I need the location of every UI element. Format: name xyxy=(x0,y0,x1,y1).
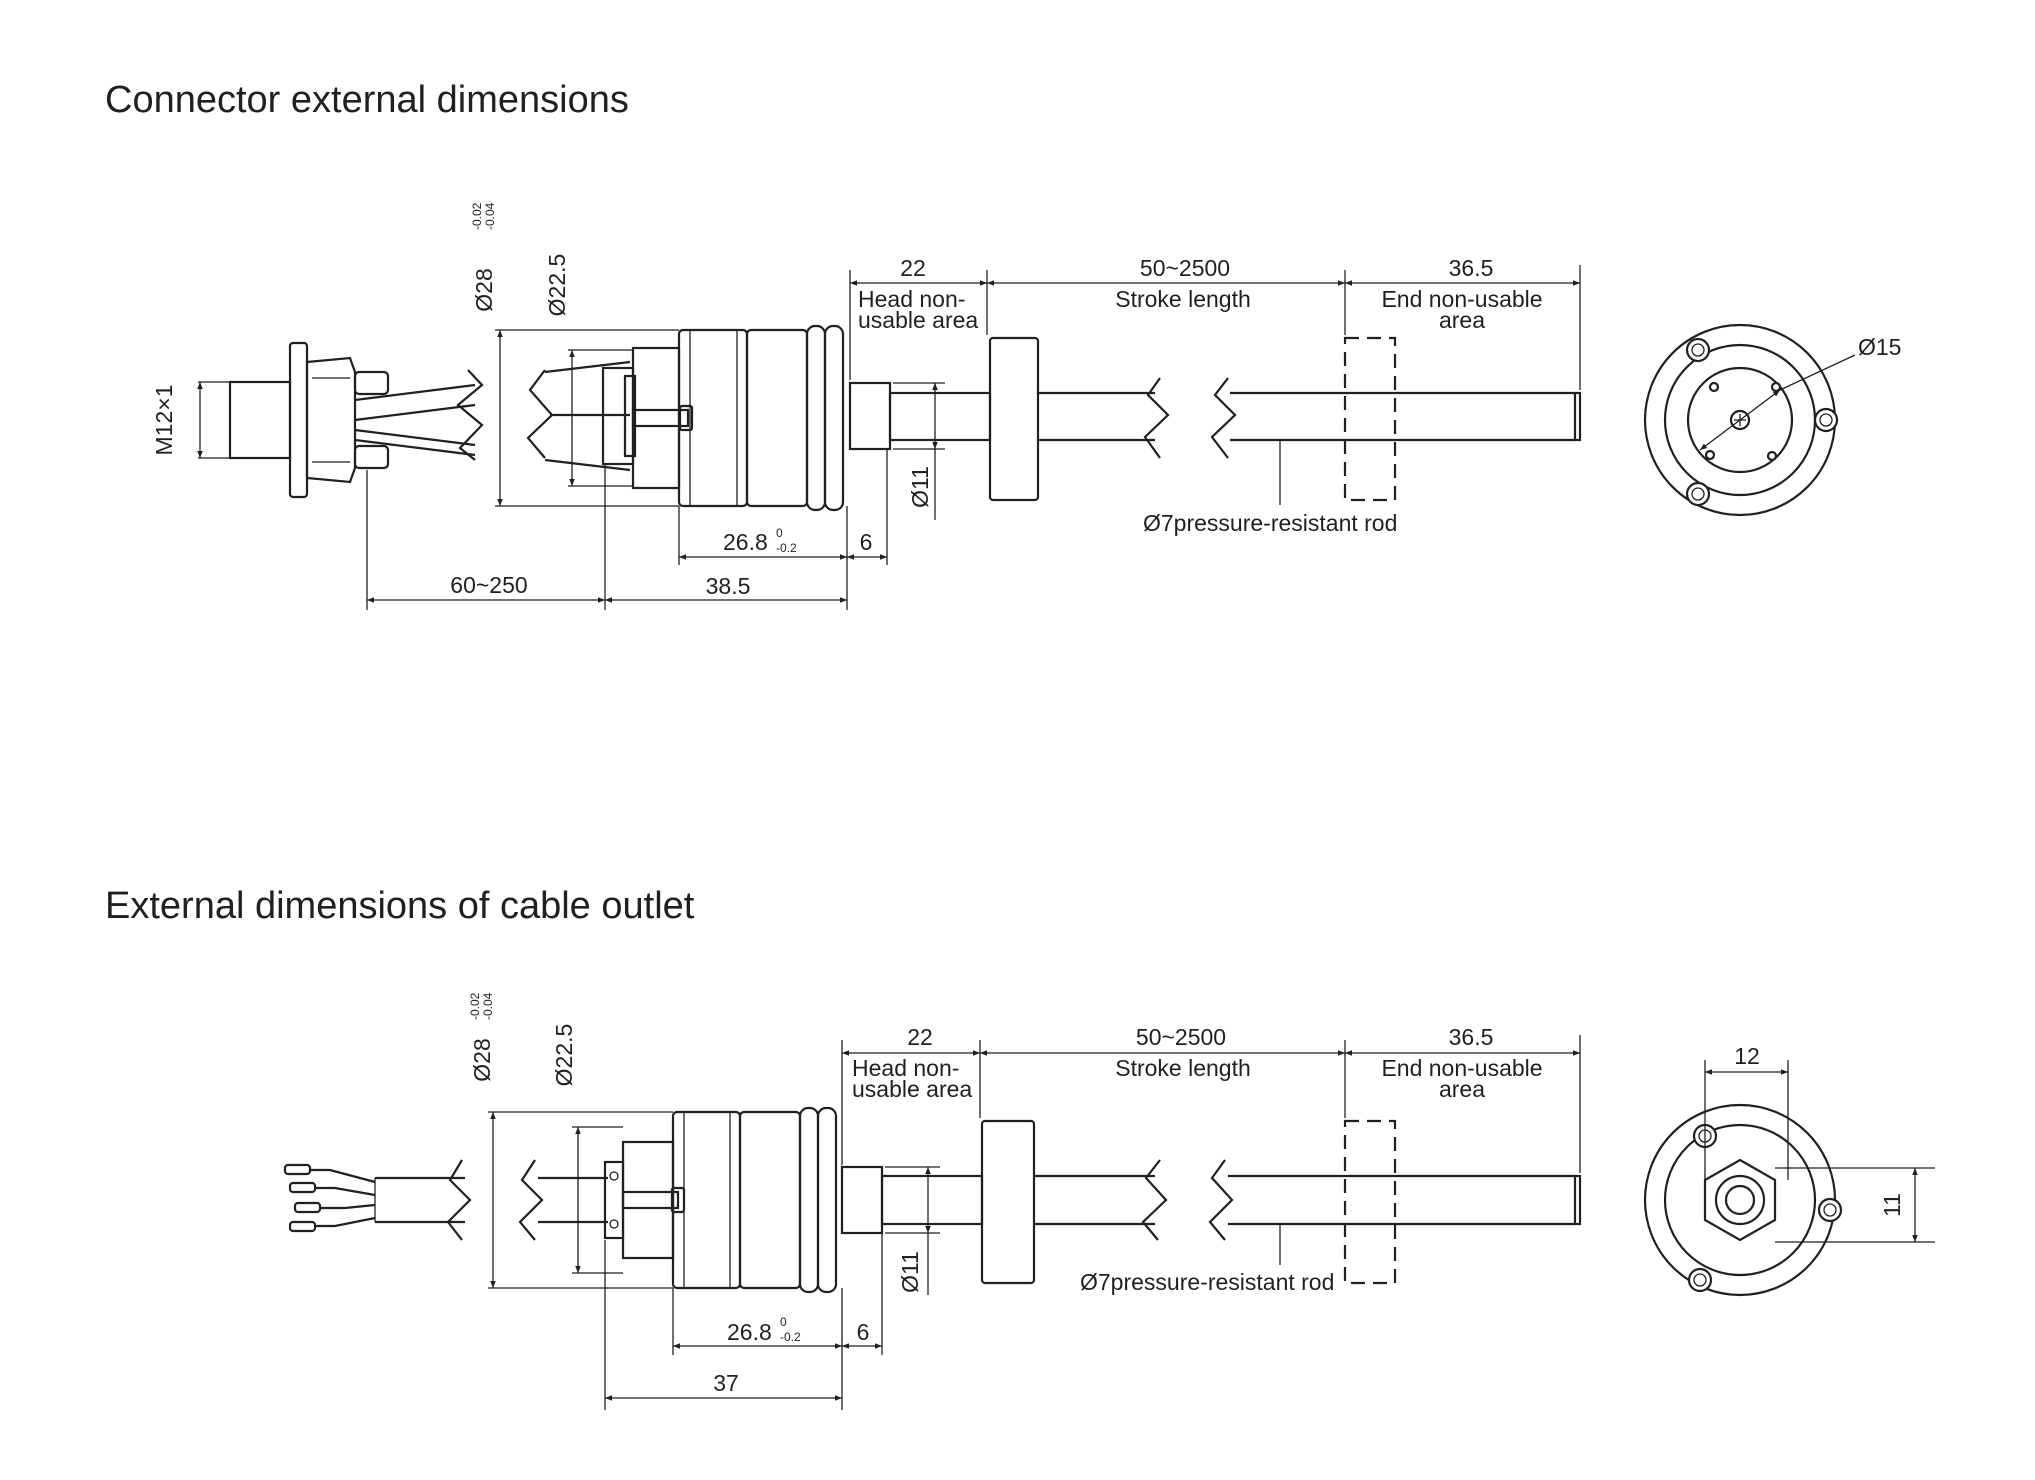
cable-head-area-value: 22 xyxy=(907,1024,933,1050)
stroke-label: Stroke length xyxy=(1115,286,1251,312)
length-38-5: 38.5 xyxy=(706,573,751,599)
cable-end-area-label-1: End non-usable xyxy=(1381,1055,1542,1081)
head-area-value: 22 xyxy=(900,255,926,281)
cable-top-dimension-chain: 22 Head non- usable area 50~2500 Stroke … xyxy=(841,1024,1581,1173)
end-view-width-12: 12 xyxy=(1734,1043,1760,1069)
cable-head-area-label-1: Head non- xyxy=(852,1055,959,1081)
cable-outer-diameter-tol-upper: -0.02 xyxy=(468,992,482,1020)
head-area-label-2: usable area xyxy=(858,307,978,333)
cable-stroke-value: 50~2500 xyxy=(1136,1024,1226,1050)
cable-sensor-head xyxy=(603,1106,838,1294)
end-area-value: 36.5 xyxy=(1449,255,1494,281)
outer-diameter: Ø28 xyxy=(471,268,497,311)
outer-diameter-tol-upper: -0.02 xyxy=(470,202,484,230)
head-area-label-1: Head non- xyxy=(858,286,965,312)
thread-size: M12×1 xyxy=(151,385,177,456)
cable-neck-diameter: Ø11 xyxy=(897,1251,923,1293)
neck-diameter-dimension: Ø11 xyxy=(893,382,945,520)
outer-diameter-tol-lower: -0.04 xyxy=(483,202,497,230)
cable-outlet-section: External dimensions of cable outlet xyxy=(105,885,1935,1410)
cable-stroke-label: Stroke length xyxy=(1115,1055,1251,1081)
rod-label: Ø7pressure-resistant rod xyxy=(1143,510,1397,536)
end-area-label-2: area xyxy=(1439,307,1485,333)
cable-inner-diameter: Ø22.5 xyxy=(551,1024,577,1087)
cable-length-26-8: 26.8 xyxy=(727,1319,772,1345)
sensor-head xyxy=(601,324,845,512)
inner-diameter: Ø22.5 xyxy=(544,254,570,317)
neck-diameter: Ø11 xyxy=(907,466,933,508)
top-dimension-chain: 22 Head non- usable area 50~2500 Stroke … xyxy=(849,255,1581,390)
connector-section: Connector external dimensions xyxy=(105,79,1901,610)
cable-end-wires xyxy=(283,1159,608,1241)
section-title-connector: Connector external dimensions xyxy=(105,79,629,121)
cable-head-area-label-2: usable area xyxy=(852,1076,972,1102)
bottom-length-dimensions: 26.8 0 -0.2 6 60~250 38.5 xyxy=(366,449,888,610)
length-26-8: 26.8 xyxy=(723,529,768,555)
cable-end-area-label-2: area xyxy=(1439,1076,1485,1102)
rod-assembly xyxy=(848,336,1582,502)
section-title-cable: External dimensions of cable outlet xyxy=(105,885,695,927)
cable-outer-diameter: Ø28 xyxy=(469,1038,495,1081)
stroke-value: 50~2500 xyxy=(1140,255,1230,281)
cable-diameter-dimensions: Ø28 -0.02 -0.04 Ø22.5 Ø11 xyxy=(468,992,940,1295)
length-6: 6 xyxy=(860,529,873,555)
end-area-label-1: End non-usable xyxy=(1381,286,1542,312)
connector-end-view: Ø15 xyxy=(1643,323,1901,517)
end-view-diameter: Ø15 xyxy=(1858,334,1901,360)
cable-rod-assembly xyxy=(840,1119,1582,1285)
cable-length: 60~250 xyxy=(450,572,527,598)
cable-end-view: 12 11 xyxy=(1643,1043,1935,1297)
cable-end-area-value: 36.5 xyxy=(1449,1024,1494,1050)
cable-length-37: 37 xyxy=(713,1370,739,1396)
connector-plug xyxy=(228,341,390,499)
cable-length-26-8-tol-lower: -0.2 xyxy=(780,1330,801,1344)
cable-bottom-length-dimensions: 26.8 0 -0.2 6 37 xyxy=(604,1233,883,1410)
cable-rod-label: Ø7pressure-resistant rod xyxy=(1080,1269,1334,1295)
end-view-height-11: 11 xyxy=(1879,1193,1905,1217)
cable-length-6: 6 xyxy=(857,1319,870,1345)
length-26-8-tol-upper: 0 xyxy=(776,526,783,540)
cable-length-26-8-tol-upper: 0 xyxy=(780,1315,787,1329)
length-26-8-tol-lower: -0.2 xyxy=(776,541,797,555)
cable-outer-diameter-tol-lower: -0.04 xyxy=(481,992,495,1020)
left-diameter-dimensions: M12×1 Ø28 -0.02 -0.04 Ø22.5 xyxy=(151,202,679,507)
cable-wires xyxy=(354,360,631,472)
